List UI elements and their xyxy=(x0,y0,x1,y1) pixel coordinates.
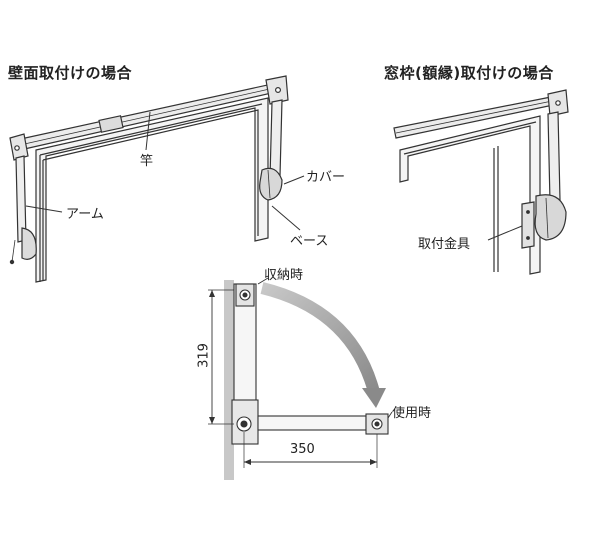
frame-mount-title: 窓枠(額縁)取付けの場合 xyxy=(384,64,554,82)
cover-label: カバー xyxy=(306,170,346,185)
in-use-state-label: 使用時 xyxy=(392,406,432,421)
wall-mount-title: 壁面取付けの場合 xyxy=(8,64,133,82)
pole-label: 竿 xyxy=(140,154,154,169)
motion-diagram xyxy=(208,277,393,480)
wall-mount-illustration xyxy=(9,75,305,283)
height-dimension: 319 xyxy=(196,343,212,368)
arm-label: アーム xyxy=(66,207,104,222)
frame-mount-illustration xyxy=(393,89,569,275)
length-dimension: 350 xyxy=(290,442,315,457)
stored-state-label: 収納時 xyxy=(264,268,304,283)
bracket-label: 取付金具 xyxy=(418,237,471,252)
base-label: ベース xyxy=(290,234,329,249)
